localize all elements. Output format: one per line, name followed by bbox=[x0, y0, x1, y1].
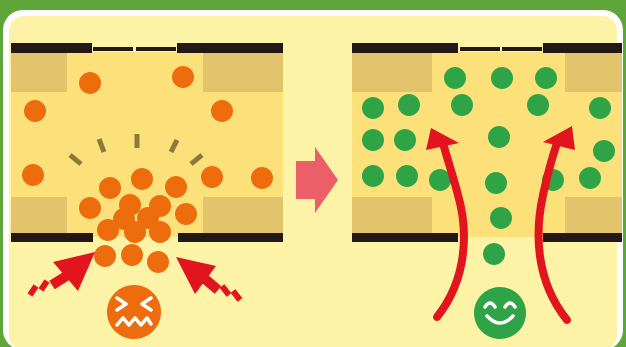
top-bar-right-segment bbox=[543, 43, 622, 53]
wall-block-top-right bbox=[203, 52, 283, 92]
wall-block-bottom-right bbox=[565, 197, 622, 233]
wall-block-top-left bbox=[352, 52, 432, 92]
particle bbox=[444, 67, 466, 89]
top-bar-center-segment bbox=[93, 47, 133, 51]
particle bbox=[79, 72, 101, 94]
top-bar-center-segment-2 bbox=[136, 47, 176, 51]
particle bbox=[113, 208, 135, 230]
smiling-face-icon bbox=[474, 287, 526, 339]
particle bbox=[251, 167, 273, 189]
wall-block-top-left bbox=[11, 52, 67, 92]
particle bbox=[589, 97, 611, 119]
particle bbox=[24, 100, 46, 122]
bottom-bar-left-segment bbox=[11, 233, 93, 242]
particle bbox=[121, 244, 143, 266]
bottom-bar-right-segment bbox=[543, 233, 622, 242]
particle bbox=[362, 129, 384, 151]
particle bbox=[165, 176, 187, 198]
top-bar-left-segment bbox=[11, 43, 92, 53]
particle bbox=[394, 129, 416, 151]
particle bbox=[147, 251, 169, 273]
particle bbox=[579, 167, 601, 189]
particle bbox=[201, 166, 223, 188]
particle bbox=[535, 67, 557, 89]
top-bar-center-segment-2 bbox=[502, 47, 542, 51]
particle bbox=[99, 177, 121, 199]
particle bbox=[490, 207, 512, 229]
particle bbox=[79, 197, 101, 219]
bottom-bar-left-segment bbox=[352, 233, 458, 242]
wall-block-bottom-left bbox=[352, 197, 432, 233]
bottom-bar-right-segment bbox=[178, 233, 283, 242]
particle bbox=[527, 94, 549, 116]
particle bbox=[22, 164, 44, 186]
top-bar-left-segment bbox=[352, 43, 458, 53]
particle bbox=[396, 165, 418, 187]
particle bbox=[488, 126, 510, 148]
particle bbox=[137, 207, 159, 229]
particle bbox=[175, 203, 197, 225]
top-bar-right-segment bbox=[177, 43, 283, 53]
particle bbox=[491, 67, 513, 89]
particle bbox=[483, 243, 505, 265]
particle bbox=[172, 66, 194, 88]
top-bar-center-segment bbox=[460, 47, 500, 51]
wall-block-bottom-left bbox=[11, 197, 67, 233]
particle bbox=[362, 97, 384, 119]
particle bbox=[211, 100, 233, 122]
particle bbox=[451, 94, 473, 116]
particle bbox=[485, 172, 507, 194]
particle bbox=[131, 168, 153, 190]
particle bbox=[362, 165, 384, 187]
wall-block-bottom-right bbox=[203, 197, 283, 233]
wall-block-top-right bbox=[565, 52, 622, 92]
particle bbox=[398, 94, 420, 116]
particle bbox=[593, 140, 615, 162]
distressed-face-icon bbox=[107, 285, 161, 339]
particle bbox=[94, 245, 116, 267]
